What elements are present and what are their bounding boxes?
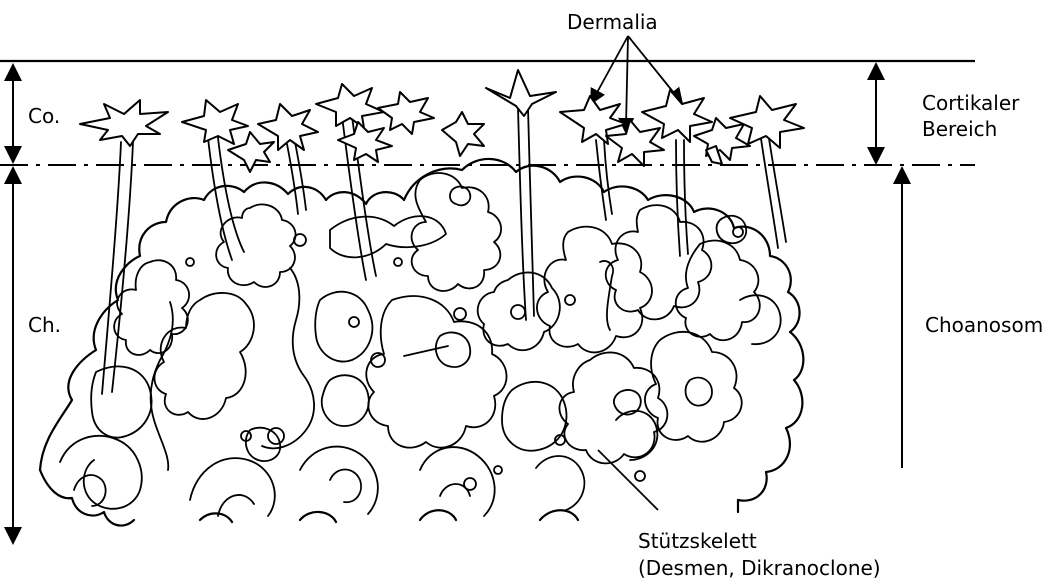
dermalia-spicules xyxy=(80,70,804,394)
desmen-dikranoclone-label: (Desmen, Dikranoclone) xyxy=(638,556,881,580)
stuetzskelett-pointer xyxy=(598,450,658,510)
co-label: Co. xyxy=(28,104,60,128)
stuetzskelett-label: Stützskelett xyxy=(638,529,757,553)
choanosom-label: Choanosom xyxy=(925,313,1043,337)
desma-skeleton xyxy=(40,159,803,526)
ch-label: Ch. xyxy=(28,313,61,337)
bereich-label: Bereich xyxy=(922,117,997,141)
cortikaler-label: Cortikaler xyxy=(922,91,1020,115)
dermalia-label: Dermalia xyxy=(567,10,658,34)
